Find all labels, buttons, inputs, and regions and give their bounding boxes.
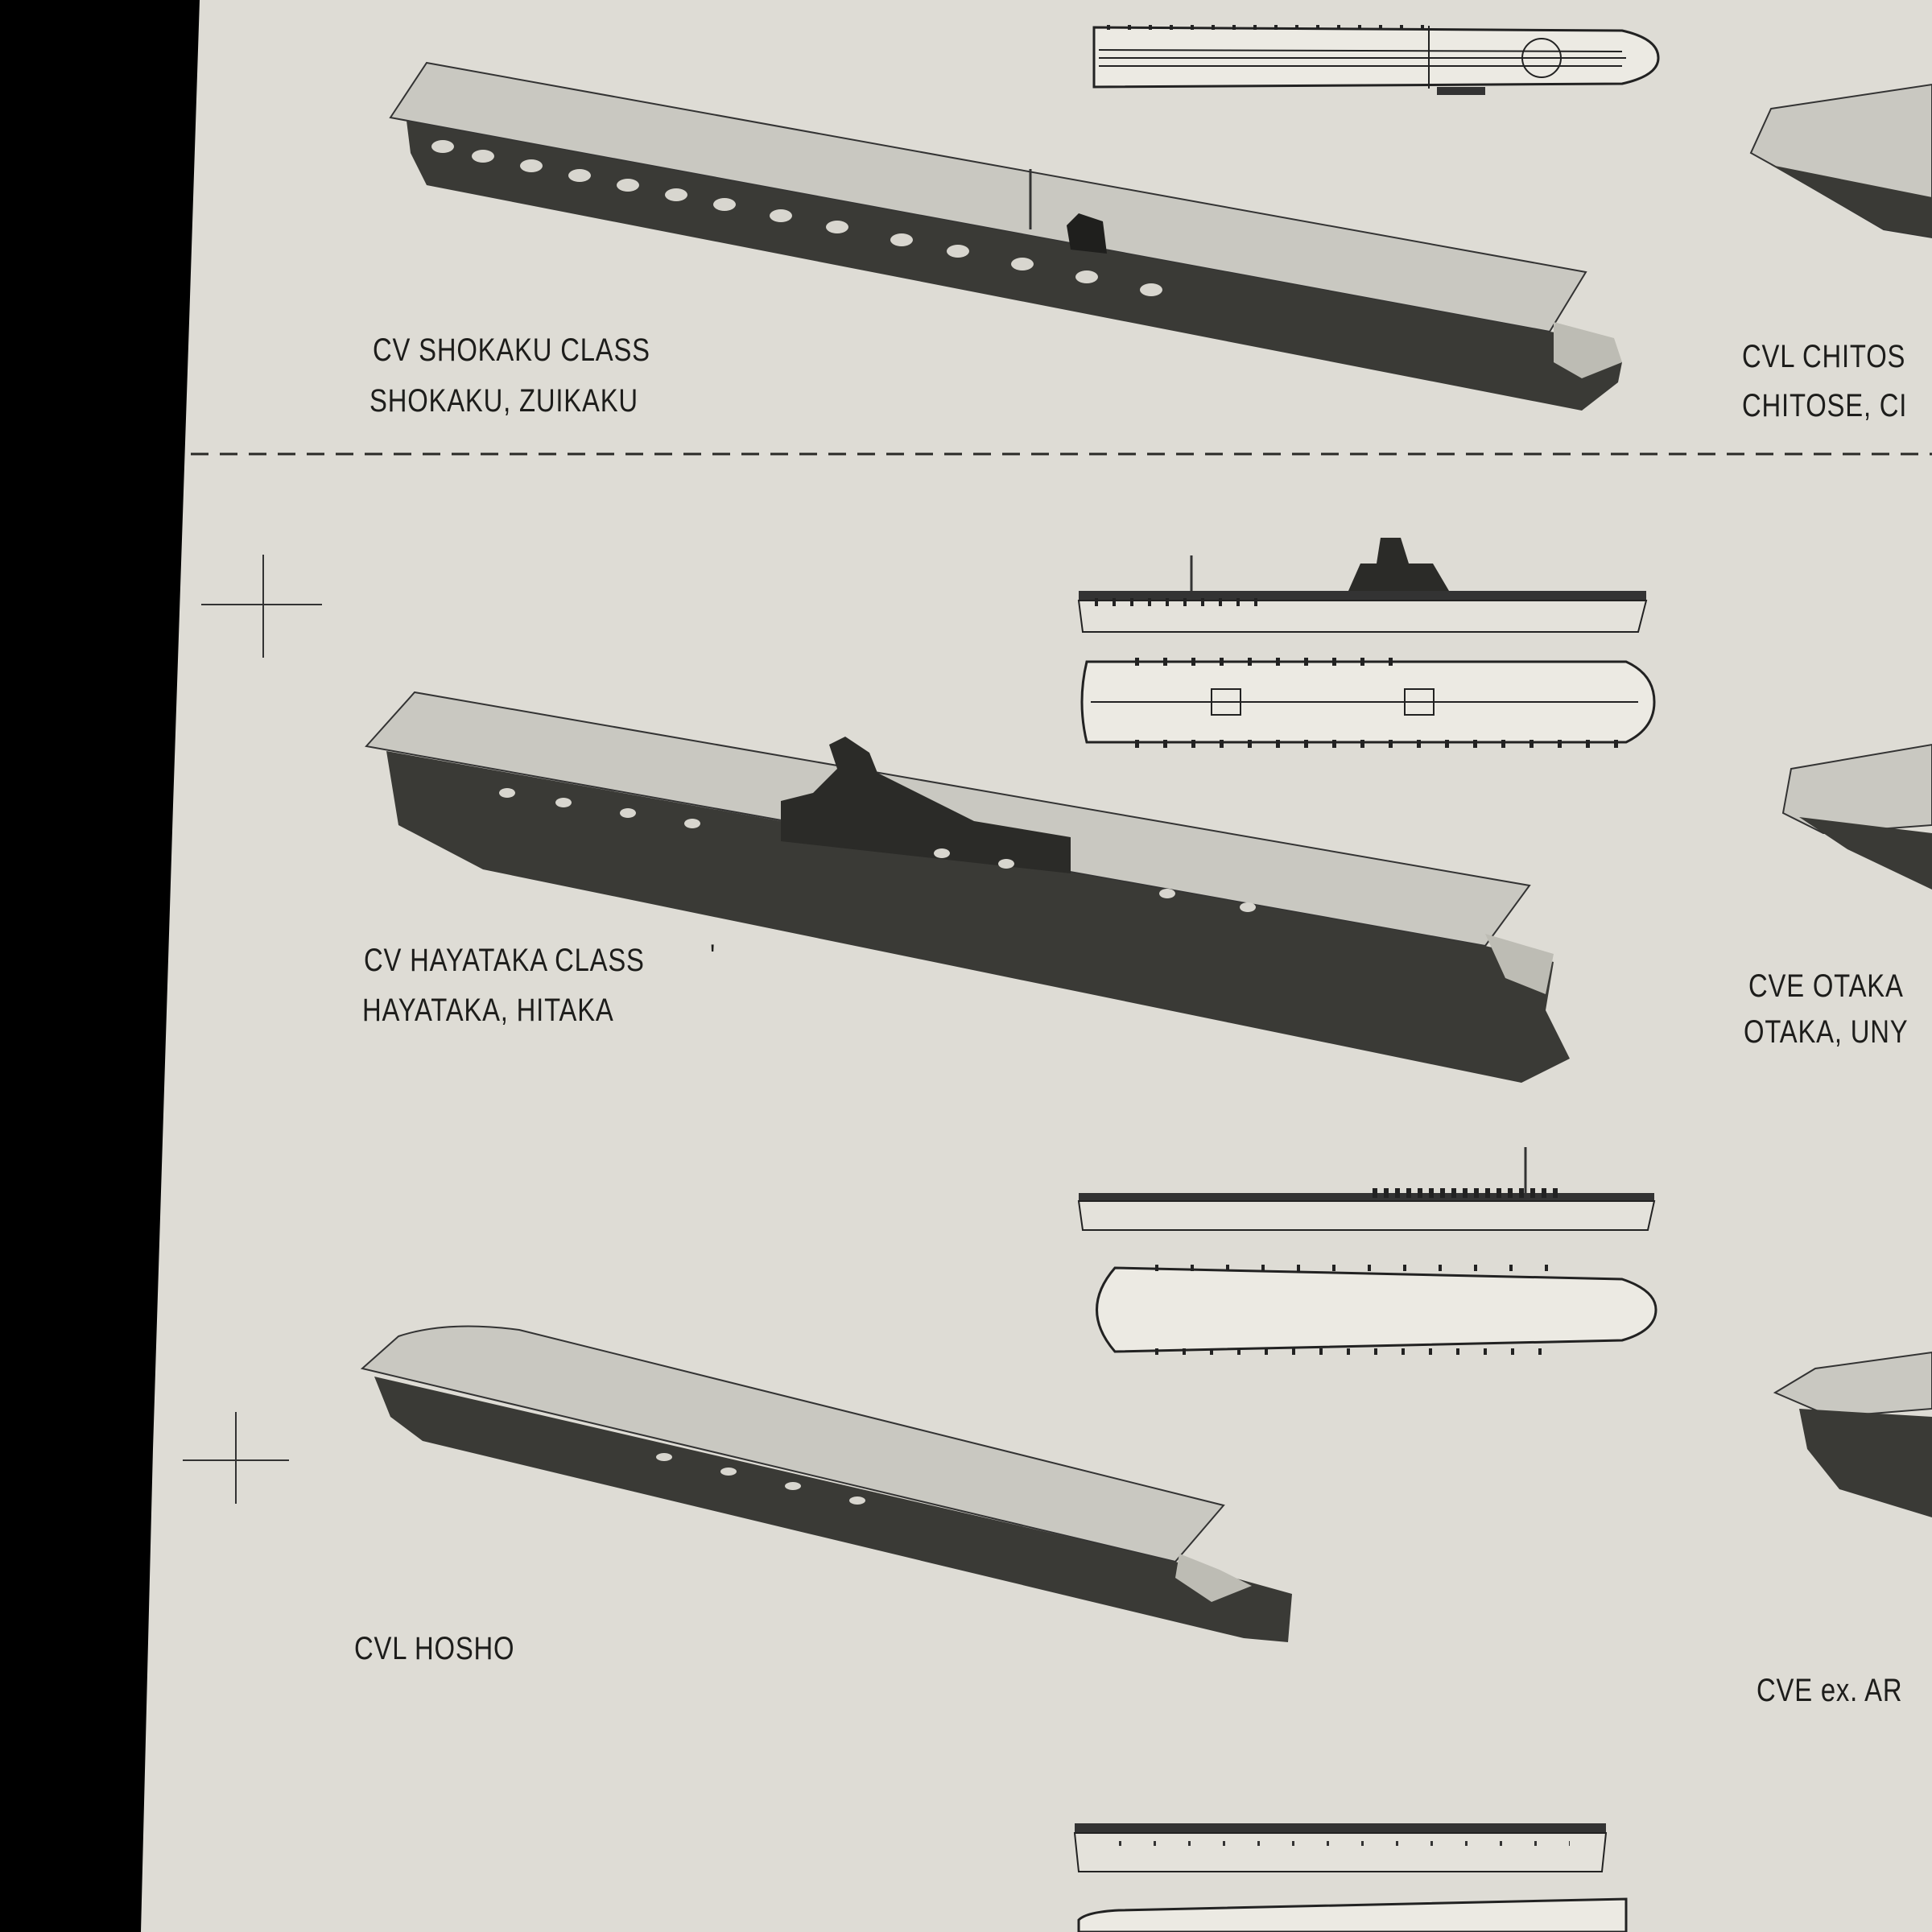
chitose-ships-label: CHITOSE, CI bbox=[1742, 388, 1908, 423]
hayataka-tick-mark: ' bbox=[710, 939, 716, 974]
hayataka-plan-icon bbox=[1080, 658, 1656, 748]
chitose-perspective-icon bbox=[1749, 83, 1932, 239]
hayataka-perspective-icon bbox=[365, 691, 1570, 1083]
bottom-ship-profile-icon bbox=[1073, 1823, 1608, 1872]
hosho-plan-icon bbox=[1096, 1265, 1657, 1355]
cve-ex-label: CVE ex. AR bbox=[1757, 1673, 1903, 1708]
hayataka-ships-label: HAYATAKA, HITAKA bbox=[362, 993, 614, 1028]
registration-mark-icon bbox=[183, 1412, 289, 1504]
otaka-ships-label: OTAKA, UNY bbox=[1744, 1014, 1909, 1050]
registration-mark-icon bbox=[201, 555, 322, 658]
shokaku-class-label: CV SHOKAKU CLASS bbox=[373, 332, 650, 368]
shokaku-perspective-icon bbox=[389, 61, 1622, 411]
hayataka-profile-icon bbox=[1077, 538, 1648, 633]
hosho-perspective-icon bbox=[360, 1325, 1292, 1642]
hosho-class-label: CVL HOSHO bbox=[354, 1631, 515, 1666]
hayataka-class-label: CV HAYATAKA CLASS bbox=[364, 943, 645, 978]
hosho-profile-icon bbox=[1077, 1147, 1656, 1231]
otaka-perspective-icon bbox=[1781, 743, 1932, 890]
bottom-ship-plan-icon bbox=[1077, 1897, 1628, 1932]
shokaku-ships-label: SHOKAKU, ZUIKAKU bbox=[369, 383, 638, 419]
shokaku-plan-view-icon bbox=[1092, 25, 1660, 95]
chitose-class-label: CVL CHITOS bbox=[1742, 339, 1906, 374]
cve-ex-perspective-icon bbox=[1773, 1351, 1932, 1517]
otaka-class-label: CVE OTAKA bbox=[1748, 968, 1904, 1004]
